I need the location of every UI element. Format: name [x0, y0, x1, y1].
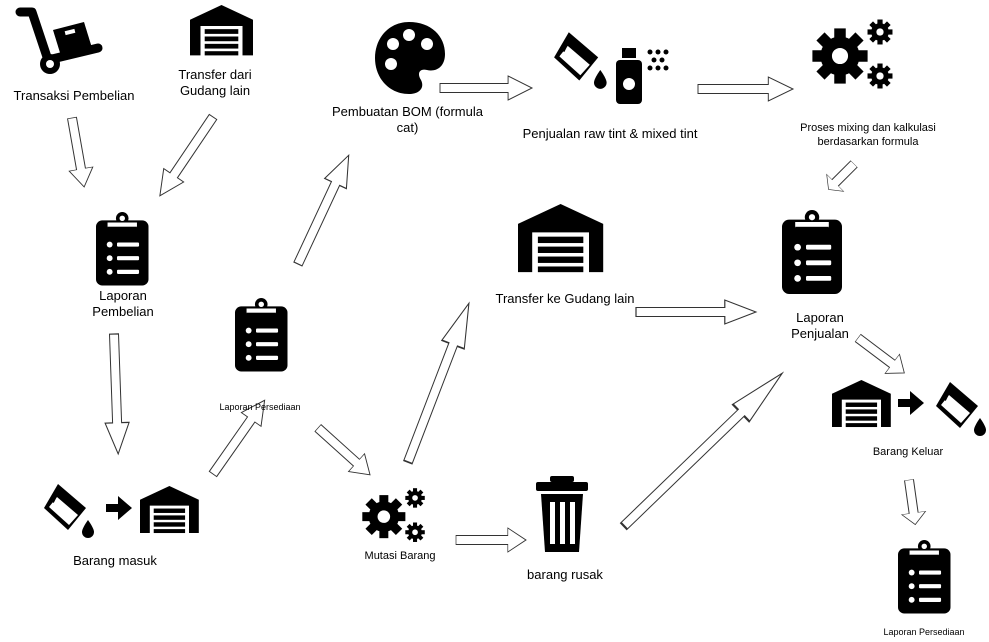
flow-arrow [635, 299, 757, 325]
label-transfer-dari-gudang: Transfer dari Gudang lain [178, 67, 252, 99]
flow-arrow [439, 75, 533, 101]
label-mutasi-barang: Mutasi Barang [364, 550, 436, 562]
warehouse-icon [518, 204, 604, 273]
flow-arrow [395, 298, 481, 468]
label-barang-rusak: barang rusak [527, 567, 603, 582]
label-barang-masuk: Barang masuk [73, 553, 157, 568]
flow-arrow [455, 527, 527, 553]
gears-icon [812, 20, 892, 89]
label-transaksi-pembelian: Transaksi Pembelian [13, 88, 135, 103]
warehouse-icon [140, 486, 199, 534]
flow-arrow [149, 109, 224, 203]
label-pembuatan-bom: Pembuatan BOM (formula cat) [331, 104, 483, 136]
warehouse-icon [190, 5, 253, 56]
paint-bucket-icon [42, 482, 96, 540]
label-barang-keluar: Barang Keluar [872, 446, 944, 458]
label-laporan-persediaan-end: Laporan Persediaan [883, 627, 965, 637]
flow-arrow [286, 149, 361, 270]
label-laporan-persediaan-mid: Laporan Persediaan [219, 402, 301, 412]
label-transfer-ke-gudang: Transfer ke Gudang lain [495, 291, 635, 306]
flow-arrow [819, 155, 863, 199]
label-proses-mixing: Proses mixing dan kalkulasi berdasarkan … [800, 122, 936, 148]
label-penjualan-raw-tint: Penjualan raw tint & mixed tint [522, 126, 698, 141]
flow-arrow [101, 332, 131, 455]
gears-icon [362, 488, 424, 542]
flow-arrow [614, 363, 792, 536]
clipboard-list-icon [96, 212, 149, 286]
palette-icon [375, 22, 445, 94]
flow-arrow [697, 76, 794, 102]
label-laporan-penjualan: Laporan Penjualan [791, 310, 849, 342]
flow-arrow [59, 115, 97, 190]
clipboard-list-icon [898, 540, 951, 614]
paint-bucket-icon [934, 380, 988, 438]
paint-bucket-icon [554, 32, 607, 89]
spray-bottle-icon [616, 48, 669, 104]
clipboard-list-icon [782, 210, 842, 294]
flow-arrow [309, 418, 379, 485]
warehouse-icon [832, 380, 891, 428]
arrow-right-icon [106, 496, 132, 520]
flow-arrow [896, 477, 928, 527]
hand-truck-icon [15, 7, 103, 74]
arrow-right-icon [898, 391, 924, 415]
clipboard-list-icon [235, 298, 288, 372]
label-laporan-pembelian: Laporan Pembelian [92, 288, 154, 320]
trash-icon [536, 476, 588, 552]
